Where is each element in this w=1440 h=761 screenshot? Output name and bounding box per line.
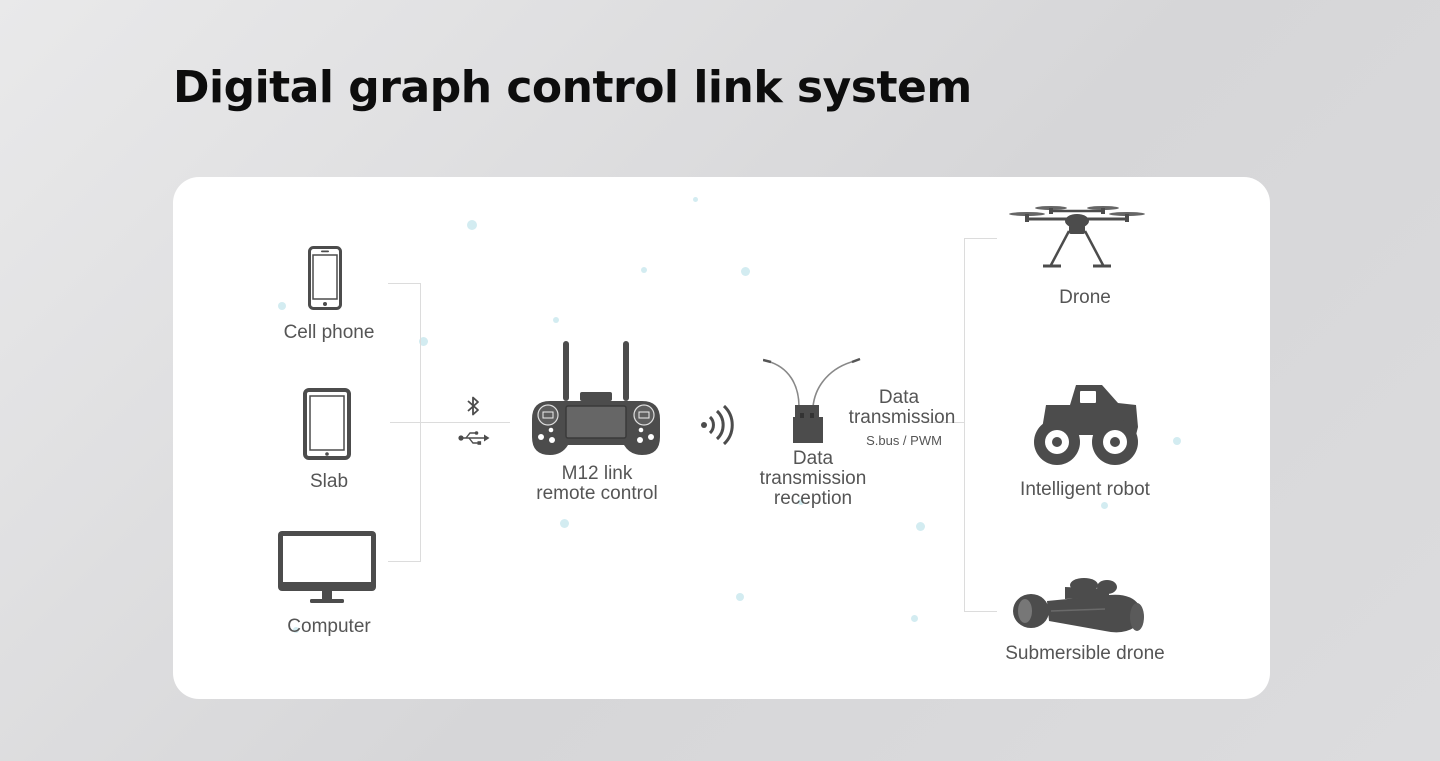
decor-dot xyxy=(916,522,925,531)
decor-dot xyxy=(278,302,286,310)
connector-line xyxy=(925,422,965,423)
connector-line xyxy=(388,561,421,562)
decor-dot xyxy=(560,519,569,528)
submersible-icon xyxy=(1009,575,1147,639)
page-title: Digital graph control link system xyxy=(173,62,972,113)
wireless-signal-icon xyxy=(700,405,734,445)
remote-control-icon xyxy=(530,339,662,459)
connector-line xyxy=(964,238,965,612)
decor-dot xyxy=(467,220,477,230)
receiver-label-line-3: reception xyxy=(773,488,853,509)
computer-label: Computer xyxy=(287,616,371,637)
connector-line xyxy=(388,283,421,284)
connector-line xyxy=(964,611,997,612)
decor-dot xyxy=(1173,437,1181,445)
decor-dot xyxy=(419,337,428,346)
robot-vehicle-icon xyxy=(1032,383,1140,467)
decor-dot xyxy=(293,627,299,633)
cell-phone-icon xyxy=(308,246,342,310)
bluetooth-icon xyxy=(466,396,480,416)
output-label-line-1: Data xyxy=(878,387,920,408)
cell-phone-label: Cell phone xyxy=(283,322,375,343)
decor-dot xyxy=(693,197,698,202)
decor-dot xyxy=(798,499,804,505)
remote-label-line-2: remote control xyxy=(536,483,658,504)
protocol-label: S.bus / PWM xyxy=(866,433,942,448)
receiver-label-line-2: transmission xyxy=(759,468,867,489)
drone-label: Drone xyxy=(1059,287,1111,308)
decor-dot xyxy=(911,615,918,622)
computer-icon xyxy=(276,529,378,605)
decor-dot xyxy=(641,267,647,273)
decor-dot xyxy=(553,317,559,323)
decor-dot xyxy=(1101,502,1108,509)
diagram-card: Cell phone Slab Computer xyxy=(173,177,1270,699)
robot-label: Intelligent robot xyxy=(1020,479,1150,500)
connector-line xyxy=(390,422,510,423)
remote-label-line-1: M12 link xyxy=(561,463,633,484)
tablet-icon xyxy=(303,388,351,460)
connector-line xyxy=(964,238,997,239)
drone-icon xyxy=(1007,203,1147,273)
slab-label: Slab xyxy=(309,471,349,492)
receiver-icon xyxy=(763,355,863,447)
decor-dot xyxy=(741,267,750,276)
usb-icon xyxy=(458,430,490,446)
decor-dot xyxy=(736,593,744,601)
output-label-line-2: transmission xyxy=(848,407,956,428)
submersible-label: Submersible drone xyxy=(1005,643,1165,664)
receiver-label-line-1: Data xyxy=(792,448,834,469)
